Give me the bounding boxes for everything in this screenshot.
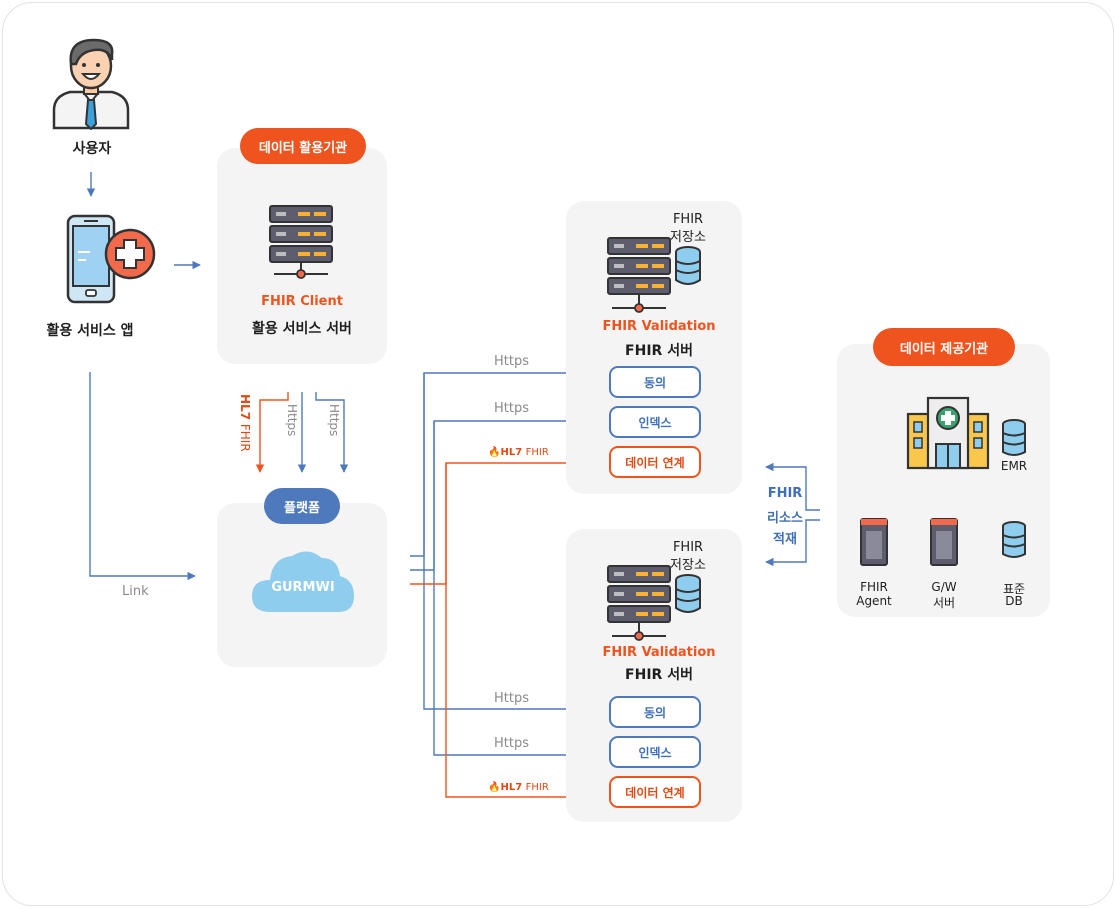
fhir-store-label-bottom-1: FHIR (672, 540, 704, 555)
standard-db-label-1: 표준 (1002, 582, 1026, 596)
https-label-top-2: Https (494, 401, 529, 416)
fhir-store-label-bottom-2: 저장소 (670, 558, 706, 573)
data-link-button-bottom[interactable]: 데이터 연계 (609, 776, 701, 808)
resource-load-label-3: 적재 (773, 532, 797, 547)
fhir-store-label-top-2: 저장소 (670, 230, 706, 245)
consumer-title: 활용 서비스 서버 (252, 321, 352, 337)
fhir-server-role-top: FHIR Validation (602, 319, 716, 334)
cloud-icon (250, 544, 356, 614)
hl7-fhir-vertical-label: HL7 FHIR (238, 394, 252, 452)
fhir-agent-label-2: Agent (856, 594, 892, 608)
resource-load-label-1: FHIR (767, 486, 803, 501)
link-label: Link (122, 584, 149, 599)
data-link-button-top[interactable]: 데이터 연계 (609, 446, 701, 478)
gw-server-label-1: G/W (931, 580, 957, 594)
emr-database-icon (1001, 418, 1027, 458)
user-label: 사용자 (72, 141, 112, 157)
consent-button-bottom[interactable]: 동의 (609, 696, 701, 728)
index-button-bottom[interactable]: 인덱스 (609, 736, 701, 768)
https-label-bottom-1: Https (494, 691, 529, 706)
gw-server-label-2: 서버 (932, 596, 956, 610)
standard-db-icon (1001, 520, 1027, 560)
medical-app-icon[interactable] (64, 214, 158, 304)
emr-label: EMR (1000, 459, 1028, 473)
consent-button-top[interactable]: 동의 (609, 366, 701, 398)
https-label-top-1: Https (494, 354, 529, 369)
https-vertical-label-2: Https (327, 404, 341, 437)
fhir-server-icon-bottom (606, 564, 706, 644)
fhir-agent-label-1: FHIR (860, 580, 888, 594)
index-button-top[interactable]: 인덱스 (609, 406, 701, 438)
gw-server-icon (929, 517, 959, 567)
platform-badge: 플랫폼 (264, 488, 340, 524)
hl7-fhir-label-bottom: 🔥HL7 FHIR (488, 782, 549, 793)
https-label-bottom-2: Https (494, 736, 529, 751)
consumer-role: FHIR Client (261, 294, 343, 309)
user-avatar-icon (50, 34, 132, 131)
fhir-server-title-top: FHIR 서버 (625, 343, 693, 359)
server-rack-icon (268, 204, 334, 280)
fhir-store-label-top-1: FHIR (672, 212, 704, 227)
standard-db-label-2: DB (1005, 594, 1023, 608)
hl7-fhir-label-top: 🔥HL7 FHIR (488, 447, 549, 458)
fhir-server-role-bottom: FHIR Validation (602, 645, 716, 660)
fhir-server-icon-top (606, 236, 706, 316)
provider-org-badge: 데이터 제공기관 (873, 328, 1015, 366)
cloud-label: GURMWI (271, 580, 335, 595)
fhir-server-title-bottom: FHIR 서버 (625, 667, 693, 683)
hospital-icon (906, 392, 990, 470)
https-vertical-label-1: Https (285, 404, 299, 437)
resource-load-label-2: 리소스 (767, 511, 803, 526)
app-label: 활용 서비스 앱 (46, 323, 134, 339)
provider-org-card (837, 344, 1050, 617)
consumer-org-badge: 데이터 활용기관 (240, 128, 366, 164)
fhir-agent-server-icon (859, 517, 889, 567)
